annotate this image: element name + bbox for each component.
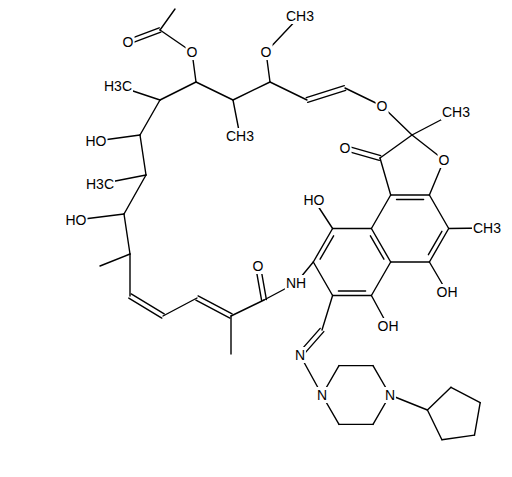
atom-label: N <box>294 347 306 363</box>
atom-label: O <box>339 140 352 156</box>
atom-label: O <box>122 34 135 50</box>
atom-label: O <box>260 44 273 60</box>
bond-line <box>308 90 346 102</box>
bond-line <box>397 199 424 200</box>
bond-line <box>160 82 196 100</box>
bond-line <box>160 9 175 30</box>
atom-label: O <box>438 152 451 168</box>
bond-line <box>196 300 230 318</box>
bond-line <box>427 410 442 440</box>
bond-line <box>322 296 333 331</box>
bond-line <box>313 229 332 263</box>
bond-line <box>131 294 164 314</box>
bond-line <box>320 236 334 259</box>
bond-line <box>140 100 160 135</box>
bond-line <box>230 316 231 354</box>
bond-line <box>339 424 373 425</box>
atom-label: H3C <box>85 176 115 192</box>
atom-label: NH <box>285 275 307 291</box>
atom-label: HO <box>65 212 88 228</box>
bond-line <box>129 298 162 318</box>
bond-line <box>427 387 451 410</box>
bond-line <box>124 175 146 214</box>
atom-label: CH3 <box>225 128 255 144</box>
bond-line <box>429 195 448 229</box>
bond-line <box>371 229 390 263</box>
bond-line <box>475 403 481 435</box>
bond-line <box>451 387 480 402</box>
bond-line <box>391 261 430 262</box>
bond-line <box>371 195 390 229</box>
atom-label: HO <box>85 133 108 149</box>
bond-line <box>380 158 391 195</box>
bond-line <box>313 262 332 296</box>
bond-line <box>163 298 197 316</box>
atom-label: O <box>376 98 389 114</box>
bond-line <box>429 229 448 263</box>
bond-line <box>371 262 390 296</box>
bond-line <box>339 365 373 366</box>
bond-line <box>124 214 130 254</box>
bond-line <box>333 228 372 229</box>
bond-line <box>231 300 264 316</box>
bond-line <box>100 254 130 266</box>
atom-label: O <box>252 258 265 274</box>
bond-line <box>338 290 365 291</box>
bond-line <box>333 295 372 296</box>
bond-line <box>140 135 146 175</box>
atom-label: OH <box>377 318 400 334</box>
atom-label: O <box>186 44 199 60</box>
atom-label: N <box>384 387 396 403</box>
atom-label: HO <box>303 192 326 208</box>
bond-line <box>442 435 475 440</box>
atom-label: CH3 <box>472 220 502 236</box>
bond-line <box>306 86 344 98</box>
bond-line <box>129 254 130 296</box>
bond-line <box>391 194 430 195</box>
bond-line <box>270 82 307 100</box>
bond-line <box>196 82 233 100</box>
atom-label: H3C <box>103 78 133 94</box>
atom-label: CH3 <box>285 8 315 24</box>
atom-label: N <box>316 387 328 403</box>
bond-line <box>233 82 270 100</box>
bond-line <box>370 236 384 259</box>
atom-label: CH3 <box>441 104 471 120</box>
atom-label: OH <box>436 284 459 300</box>
bond-line <box>428 231 442 254</box>
bond-line <box>380 135 412 158</box>
bond-line <box>198 296 232 314</box>
